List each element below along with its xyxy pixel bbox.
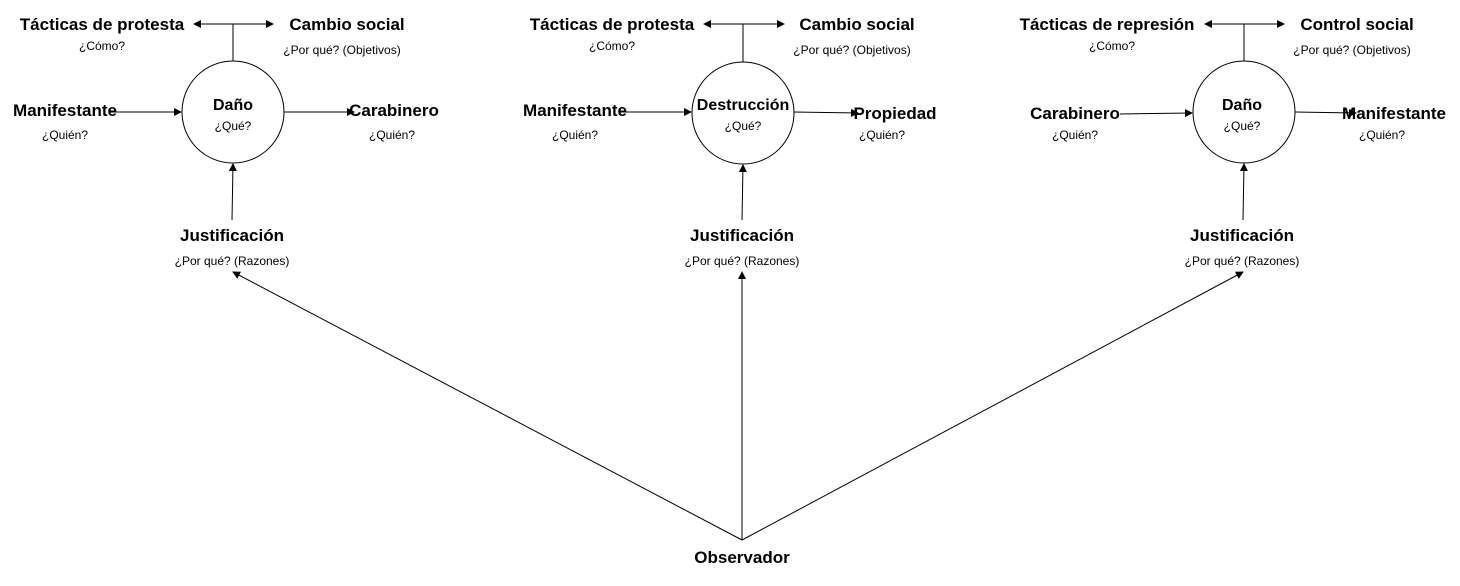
arrow-bottom-1 — [228, 163, 237, 221]
top-left-question: ¿Cómo? — [78, 39, 126, 53]
bottom-question: ¿Por qué? (Razones) — [684, 254, 800, 268]
bottom-question: ¿Por qué? (Razones) — [1184, 254, 1300, 268]
center-node: Daño ¿Qué? — [1222, 97, 1262, 133]
left-question: ¿Quién? — [41, 128, 89, 142]
left-title: Carabinero — [1030, 104, 1120, 123]
node-question: ¿Qué? — [724, 119, 762, 133]
observer-label: Observador — [694, 548, 790, 567]
top-left-title: Tácticas de protesta — [529, 15, 695, 34]
right-title: Manifestante — [1342, 104, 1446, 123]
left-question: ¿Quién? — [551, 128, 599, 142]
top-left-title: Tácticas de protesta — [19, 15, 185, 34]
bottom-title: Justificación — [1190, 226, 1294, 245]
observer-arrow-3 — [741, 271, 1244, 541]
arrow-right-3 — [1294, 108, 1357, 117]
top-right-title: Control social — [1300, 15, 1414, 34]
left-title: Manifestante — [523, 101, 627, 120]
top-right-question: ¿Por qué? (Objetivos) — [793, 43, 911, 57]
left-title: Manifestante — [13, 101, 117, 120]
top-right-title: Cambio social — [799, 15, 915, 34]
right-title: Carabinero — [349, 101, 439, 120]
right-question: ¿Quién? — [368, 128, 416, 142]
top-right-question: ¿Por qué? (Objetivos) — [283, 43, 401, 57]
arrow-right-2 — [793, 108, 859, 117]
bottom-question: ¿Por qué? (Razones) — [174, 254, 290, 268]
arrow-left-3 — [1119, 109, 1193, 118]
top-left-question: ¿Cómo? — [1088, 39, 1136, 53]
center-node: Destrucción ¿Qué? — [697, 97, 789, 133]
observer-arrow-1 — [232, 271, 743, 541]
top-left-question: ¿Cómo? — [588, 39, 636, 53]
node-title: Daño — [1222, 97, 1262, 114]
node-title: Destrucción — [696, 97, 790, 114]
left-question: ¿Quién? — [1051, 128, 1099, 142]
top-left-title: Tácticas de represión — [1019, 15, 1195, 34]
center-node: Daño ¿Qué? — [213, 97, 253, 133]
arrow-bottom-3 — [1239, 163, 1248, 221]
node-question: ¿Qué? — [214, 119, 252, 133]
bottom-title: Justificación — [180, 226, 284, 245]
top-right-title: Cambio social — [289, 15, 405, 34]
node-question: ¿Qué? — [1223, 119, 1261, 133]
arrow-bottom-2 — [738, 164, 747, 221]
right-question: ¿Quién? — [1358, 128, 1406, 142]
node-title: Daño — [213, 97, 253, 114]
bottom-title: Justificación — [690, 226, 794, 245]
right-question: ¿Quién? — [858, 128, 906, 142]
top-right-question: ¿Por qué? (Objetivos) — [1293, 43, 1411, 57]
right-title: Propiedad — [853, 104, 937, 123]
